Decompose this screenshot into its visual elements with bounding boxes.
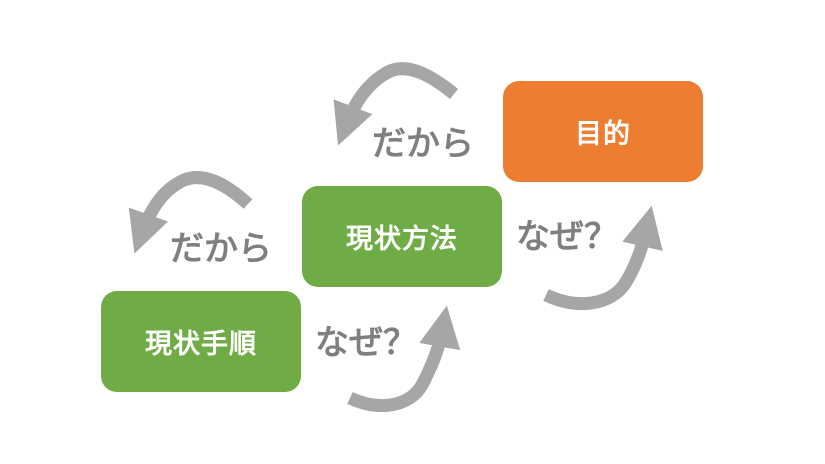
node-current-method: 現状方法 bbox=[302, 186, 502, 287]
therefore-label-lower: だから bbox=[170, 229, 272, 269]
therefore-arrow-lower bbox=[128, 171, 253, 254]
node-purpose-label: 目的 bbox=[575, 119, 631, 150]
why-arrow-lower bbox=[347, 305, 461, 413]
therefore-label-upper: だから bbox=[372, 124, 474, 164]
node-purpose: 目的 bbox=[503, 81, 703, 182]
node-current-procedure-label: 現状手順 bbox=[145, 329, 257, 360]
therefore-arrow-upper bbox=[333, 62, 459, 146]
why-label-upper: なぜ？ bbox=[516, 217, 618, 257]
why-arrow-upper bbox=[543, 205, 663, 311]
why-label-lower: なぜ？ bbox=[315, 323, 417, 363]
node-current-procedure: 現状手順 bbox=[101, 291, 301, 392]
node-current-method-label: 現状方法 bbox=[346, 224, 458, 255]
